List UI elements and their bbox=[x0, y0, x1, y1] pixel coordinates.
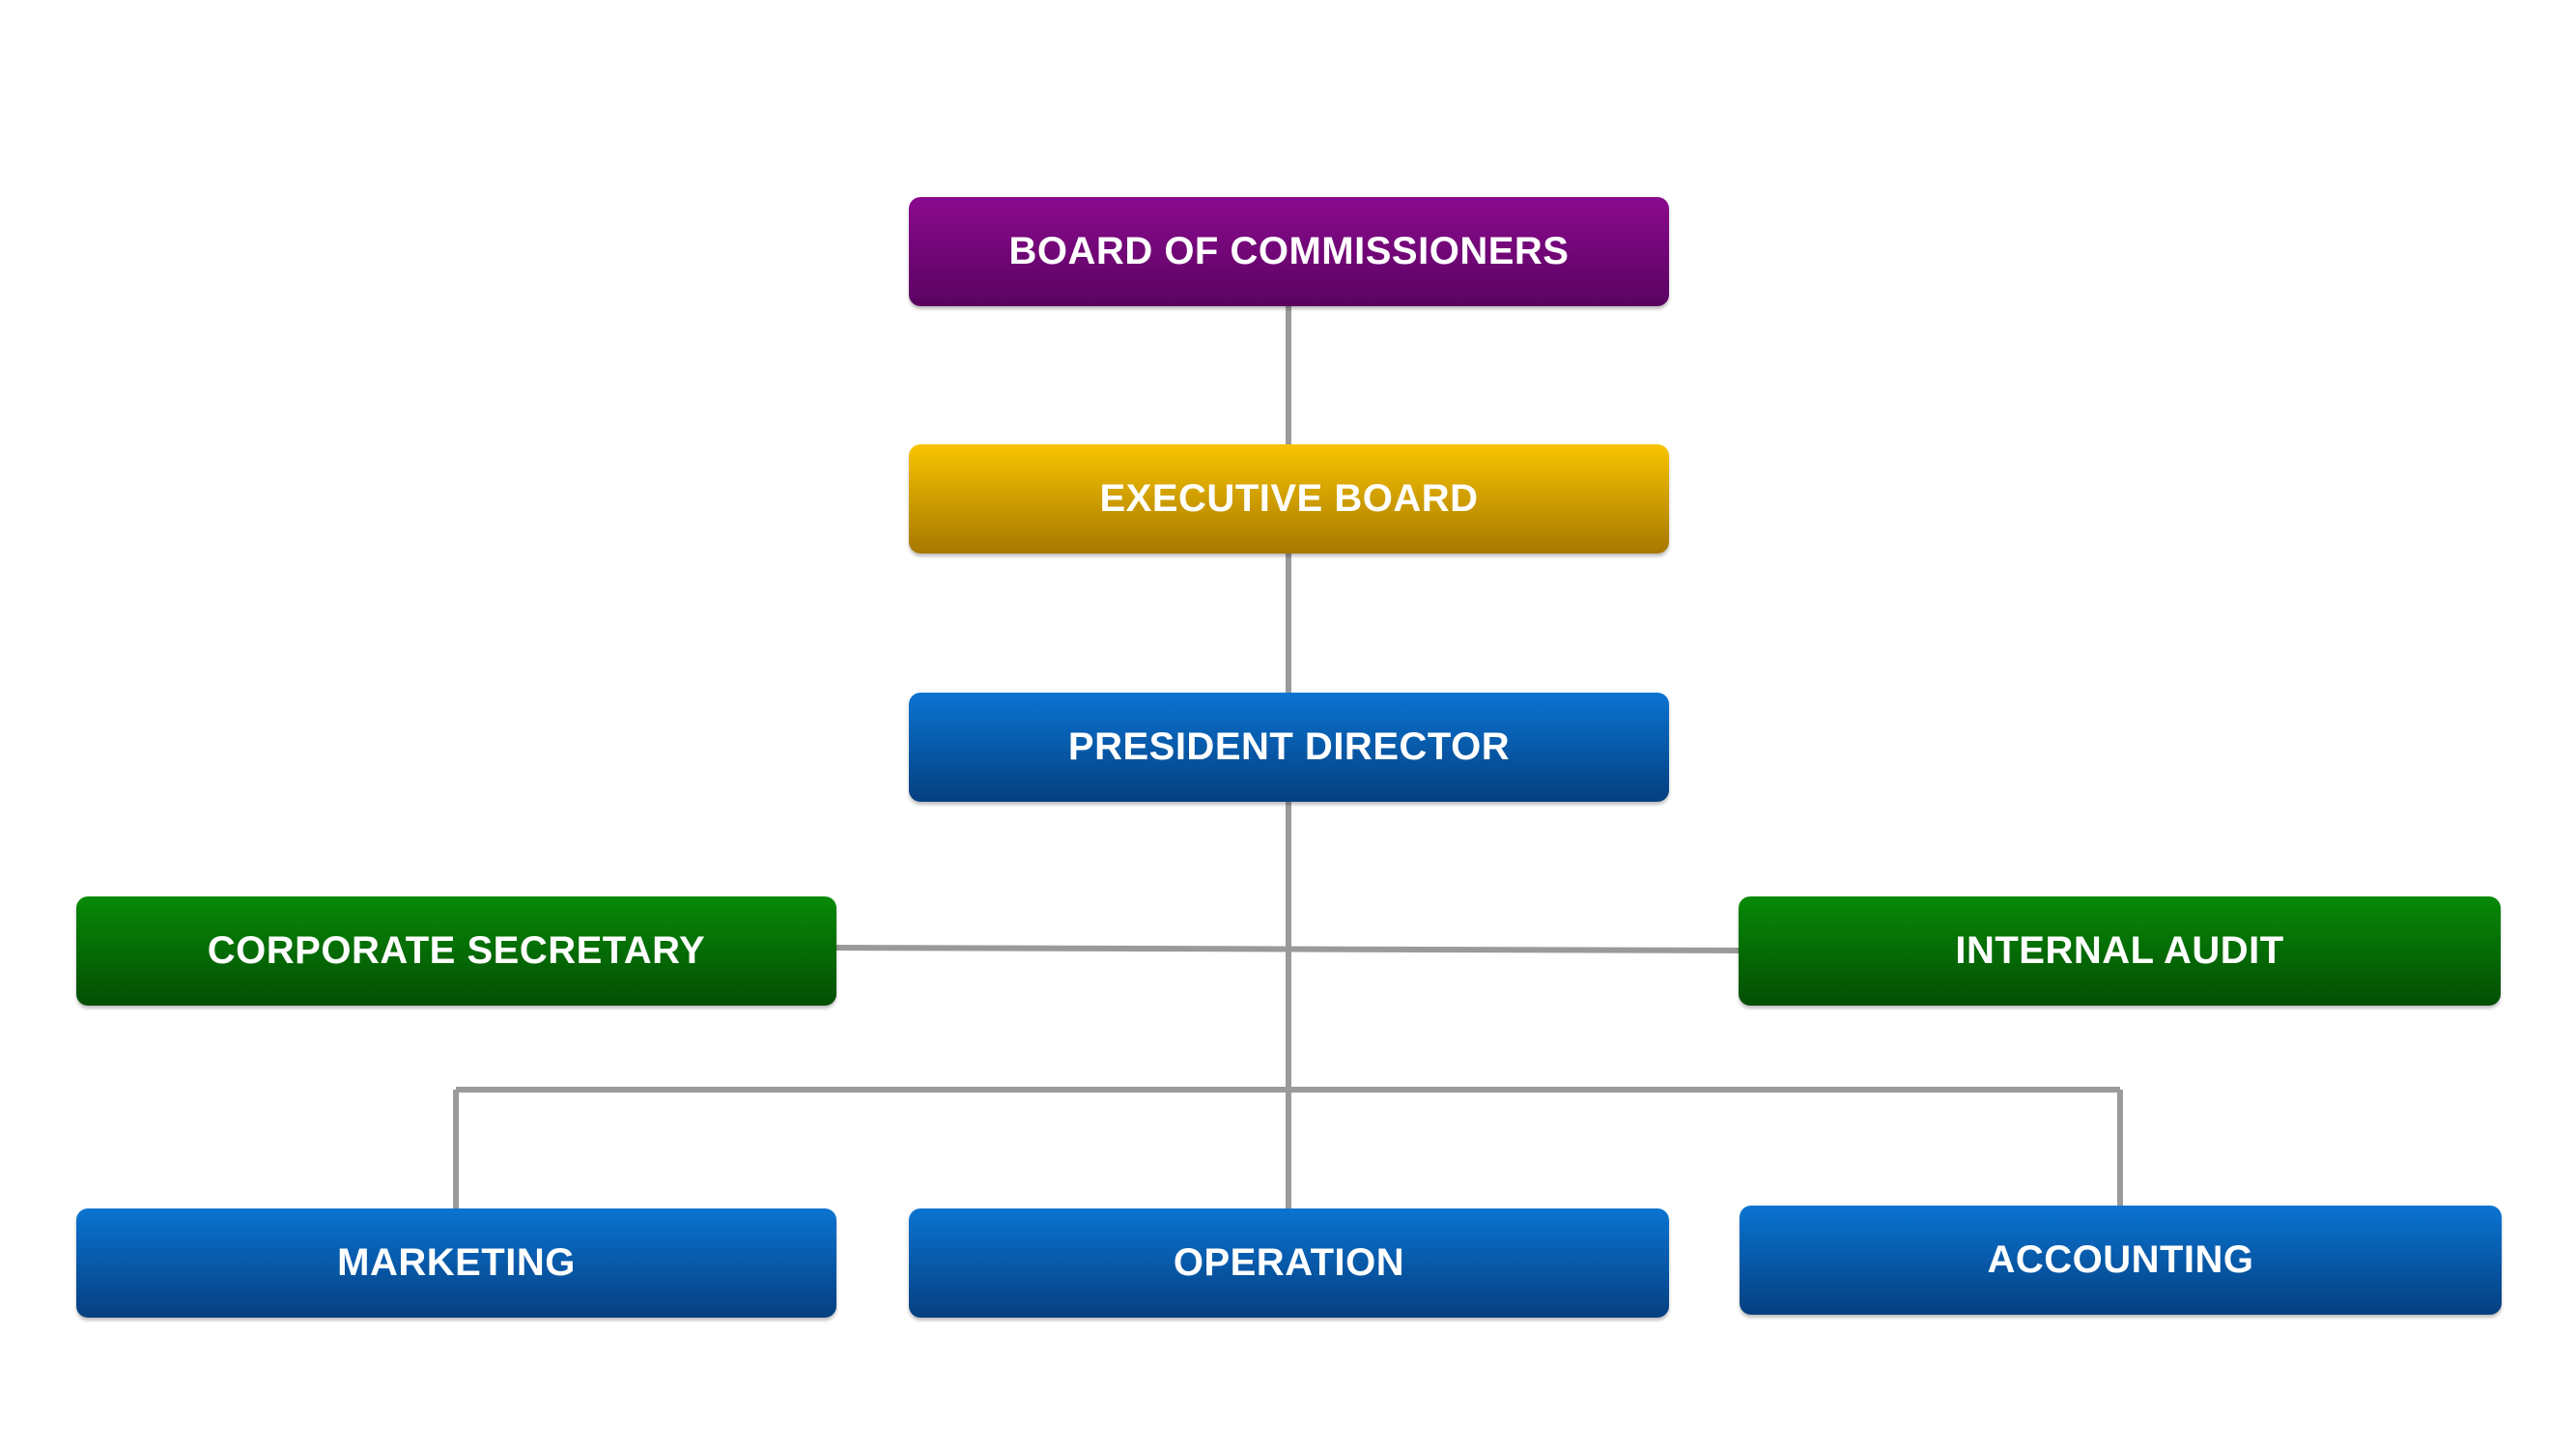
node-label: BOARD OF COMMISSIONERS bbox=[1008, 230, 1570, 272]
node-internal-audit: INTERNAL AUDIT bbox=[1739, 896, 2501, 1006]
node-board-of-commissioners: BOARD OF COMMISSIONERS bbox=[909, 197, 1669, 306]
connector-staff-branch bbox=[835, 945, 1740, 953]
node-accounting: ACCOUNTING bbox=[1740, 1206, 2502, 1315]
node-label: INTERNAL AUDIT bbox=[1955, 929, 2284, 972]
node-executive-board: EXECUTIVE BOARD bbox=[909, 444, 1669, 554]
node-label: MARKETING bbox=[337, 1241, 576, 1284]
node-president-director: PRESIDENT DIRECTOR bbox=[909, 693, 1669, 802]
node-label: CORPORATE SECRETARY bbox=[207, 929, 706, 972]
node-label: EXECUTIVE BOARD bbox=[1099, 477, 1479, 520]
node-operation: OPERATION bbox=[909, 1208, 1669, 1318]
node-corporate-secretary: CORPORATE SECRETARY bbox=[76, 896, 836, 1006]
node-label: PRESIDENT DIRECTOR bbox=[1067, 725, 1511, 768]
node-label: OPERATION bbox=[1173, 1241, 1405, 1284]
node-marketing: MARKETING bbox=[76, 1208, 836, 1318]
node-label: ACCOUNTING bbox=[1987, 1238, 2254, 1281]
